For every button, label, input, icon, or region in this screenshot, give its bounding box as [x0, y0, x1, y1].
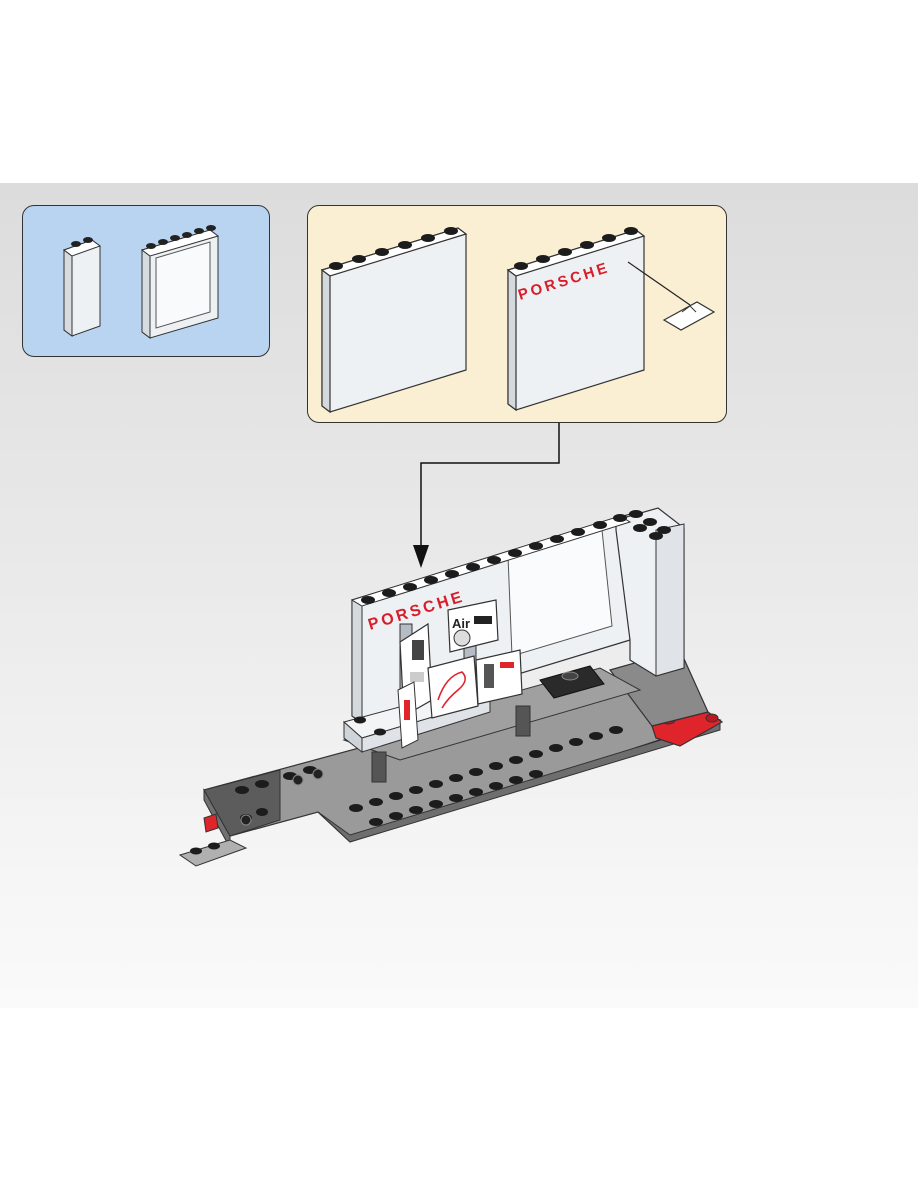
- monitor-sticker: [476, 650, 522, 704]
- part-panel-1x6x5: [142, 225, 218, 338]
- main-model: PORSCHE Ai: [180, 508, 722, 866]
- part-brick-1x2x5: [64, 237, 100, 336]
- side-panel-sticker: [398, 682, 418, 748]
- subassembly-panel-porsche: PORSCHE: [508, 227, 714, 410]
- subassembly-panel-plain: [322, 227, 466, 412]
- sticker-icon: [664, 302, 714, 330]
- svg-text:Air: Air: [452, 616, 470, 631]
